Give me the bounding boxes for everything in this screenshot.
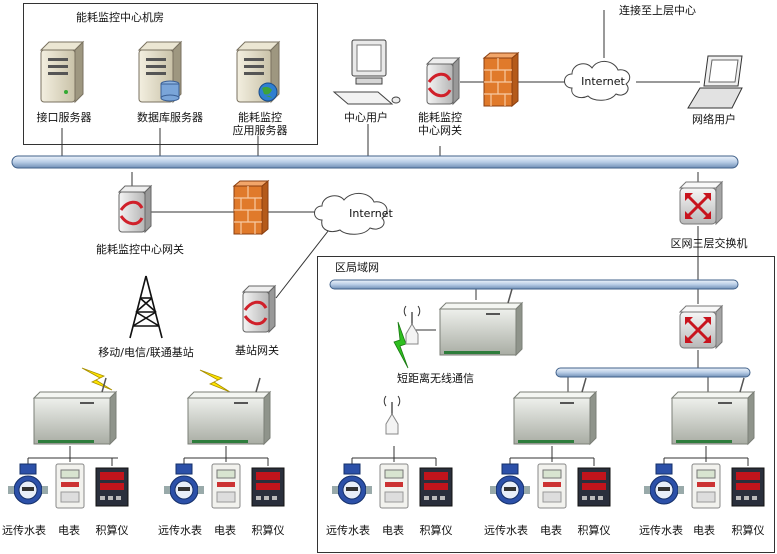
- base-station-label: 移动/电信/联通基站: [98, 346, 194, 359]
- cell-tower-icon: [129, 275, 163, 339]
- app-server-label-2: 应用服务器: [232, 124, 288, 137]
- concentrator-1-icon: [33, 377, 117, 445]
- switch-label: 区网三层交换机: [670, 237, 748, 250]
- water-meter-label-2: 远传水表: [158, 524, 202, 537]
- app-server-label-1: 能耗监控: [238, 111, 282, 124]
- concentrator-3-icon: [513, 377, 597, 445]
- calc-meter-label-4: 积算仪: [577, 524, 611, 537]
- concentrator-lan-top-icon: [439, 288, 523, 356]
- electric-meter-label-1: 电表: [58, 524, 80, 537]
- center-room-title: 能耗监控中心机房: [76, 11, 164, 24]
- water-meter-label-3: 远传水表: [326, 524, 370, 537]
- interface-server-label: 接口服务器: [36, 111, 92, 124]
- base-gateway-label: 基站网关: [235, 344, 279, 357]
- electric-meter-1-icon: [55, 463, 85, 509]
- center-gateway-top-icon: [425, 56, 461, 106]
- lan-switch-icon: [678, 304, 724, 350]
- water-meter-2-icon: [163, 463, 205, 505]
- calc-meter-label-1: 积算仪: [95, 524, 129, 537]
- pc-icon: [332, 39, 401, 105]
- water-meter-4-icon: [489, 463, 531, 505]
- internet-cloud-top-icon: [564, 61, 631, 101]
- calc-meter-label-2: 积算仪: [251, 524, 285, 537]
- database-server-label: 数据库服务器: [137, 111, 203, 124]
- calc-meter-1-icon: [95, 467, 129, 507]
- electric-meter-label-2: 电表: [214, 524, 236, 537]
- calc-meter-4-icon: [577, 467, 611, 507]
- firewall-mid-icon: [233, 180, 269, 235]
- electric-meter-label-3: 电表: [382, 524, 404, 537]
- internet-mid-label: Internet: [349, 207, 393, 220]
- internet-top-label: Internet: [581, 75, 625, 88]
- calc-meter-label-3: 积算仪: [419, 524, 453, 537]
- calc-meter-2-icon: [251, 467, 285, 507]
- electric-meter-4-icon: [537, 463, 567, 509]
- water-meter-label-5: 远传水表: [639, 524, 683, 537]
- lan-bus-top: [329, 279, 739, 290]
- concentrator-2-icon: [187, 377, 271, 445]
- water-meter-1-icon: [7, 463, 49, 505]
- db-cylinder-icon: [160, 80, 180, 102]
- interface-server-icon: [40, 41, 84, 103]
- electric-meter-label-4: 电表: [540, 524, 562, 537]
- globe-icon: [258, 82, 278, 102]
- wireless-spark-lan-icon: [393, 321, 409, 369]
- electric-meter-label-5: 电表: [693, 524, 715, 537]
- main-bus: [11, 155, 739, 169]
- wireless-label: 短距离无线通信: [397, 372, 474, 385]
- internet-cloud-mid-icon: [314, 193, 388, 235]
- laptop-icon: [687, 55, 743, 109]
- center-gateway-mid-icon: [117, 184, 153, 234]
- lan-frame: [317, 256, 775, 553]
- network-user-label: 网络用户: [692, 113, 736, 126]
- electric-meter-5-icon: [691, 463, 721, 509]
- center-room-frame: [23, 3, 318, 145]
- water-meter-3-icon: [331, 463, 373, 505]
- calc-meter-label-5: 积算仪: [731, 524, 765, 537]
- antenna-top-icon: [403, 305, 421, 345]
- center-gateway-label-1: 能耗监控: [418, 111, 462, 124]
- lan-title: 区局域网: [335, 261, 379, 274]
- wireless-spark-right-icon: [199, 369, 231, 393]
- calc-meter-5-icon: [731, 467, 765, 507]
- mid-gateway-label: 能耗监控中心网关: [96, 243, 184, 256]
- l3-switch-icon: [678, 180, 724, 226]
- electric-meter-2-icon: [211, 463, 241, 509]
- firewall-top-icon: [483, 52, 519, 107]
- antenna-bottom-icon: [383, 395, 401, 435]
- water-meter-5-icon: [643, 463, 685, 505]
- water-meter-label-4: 远传水表: [484, 524, 528, 537]
- base-gateway-icon: [241, 284, 277, 334]
- upstream-label: 连接至上层中心: [619, 4, 696, 17]
- electric-meter-3-icon: [379, 463, 409, 509]
- center-user-label: 中心用户: [344, 111, 388, 124]
- calc-meter-3-icon: [419, 467, 453, 507]
- water-meter-label-1: 远传水表: [2, 524, 46, 537]
- lan-bus-mid: [555, 367, 751, 378]
- wireless-spark-left-icon: [81, 367, 113, 391]
- concentrator-4-icon: [671, 377, 755, 445]
- center-gateway-label-2: 中心网关: [418, 124, 462, 137]
